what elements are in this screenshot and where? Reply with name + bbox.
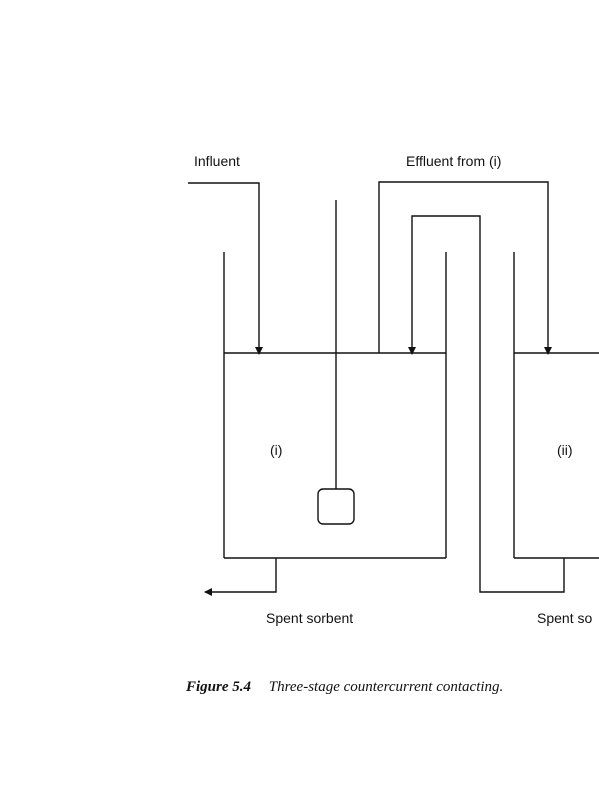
effluent-line [378, 181, 552, 355]
effluent-label: Effluent from (i) [406, 153, 501, 169]
spent-sorbent-label-1: Spent sorbent [266, 610, 353, 626]
stirrer-paddle [317, 488, 355, 525]
figure-caption: Figure 5.4 Three-stage countercurrent co… [185, 679, 503, 695]
stage-i-label: (i) [270, 442, 282, 458]
figure-number: Figure 5.4 [185, 679, 252, 695]
influent-line [188, 182, 263, 355]
stage-ii-label: (ii) [557, 442, 573, 458]
sorbent-transfer-line [408, 215, 565, 593]
spent-sorbent-outlet [204, 558, 277, 596]
figure-caption-text: Three-stage countercurrent contacting. [269, 679, 504, 695]
influent-label: Influent [194, 153, 240, 169]
spent-sorbent-label-2: Spent so [537, 610, 592, 626]
